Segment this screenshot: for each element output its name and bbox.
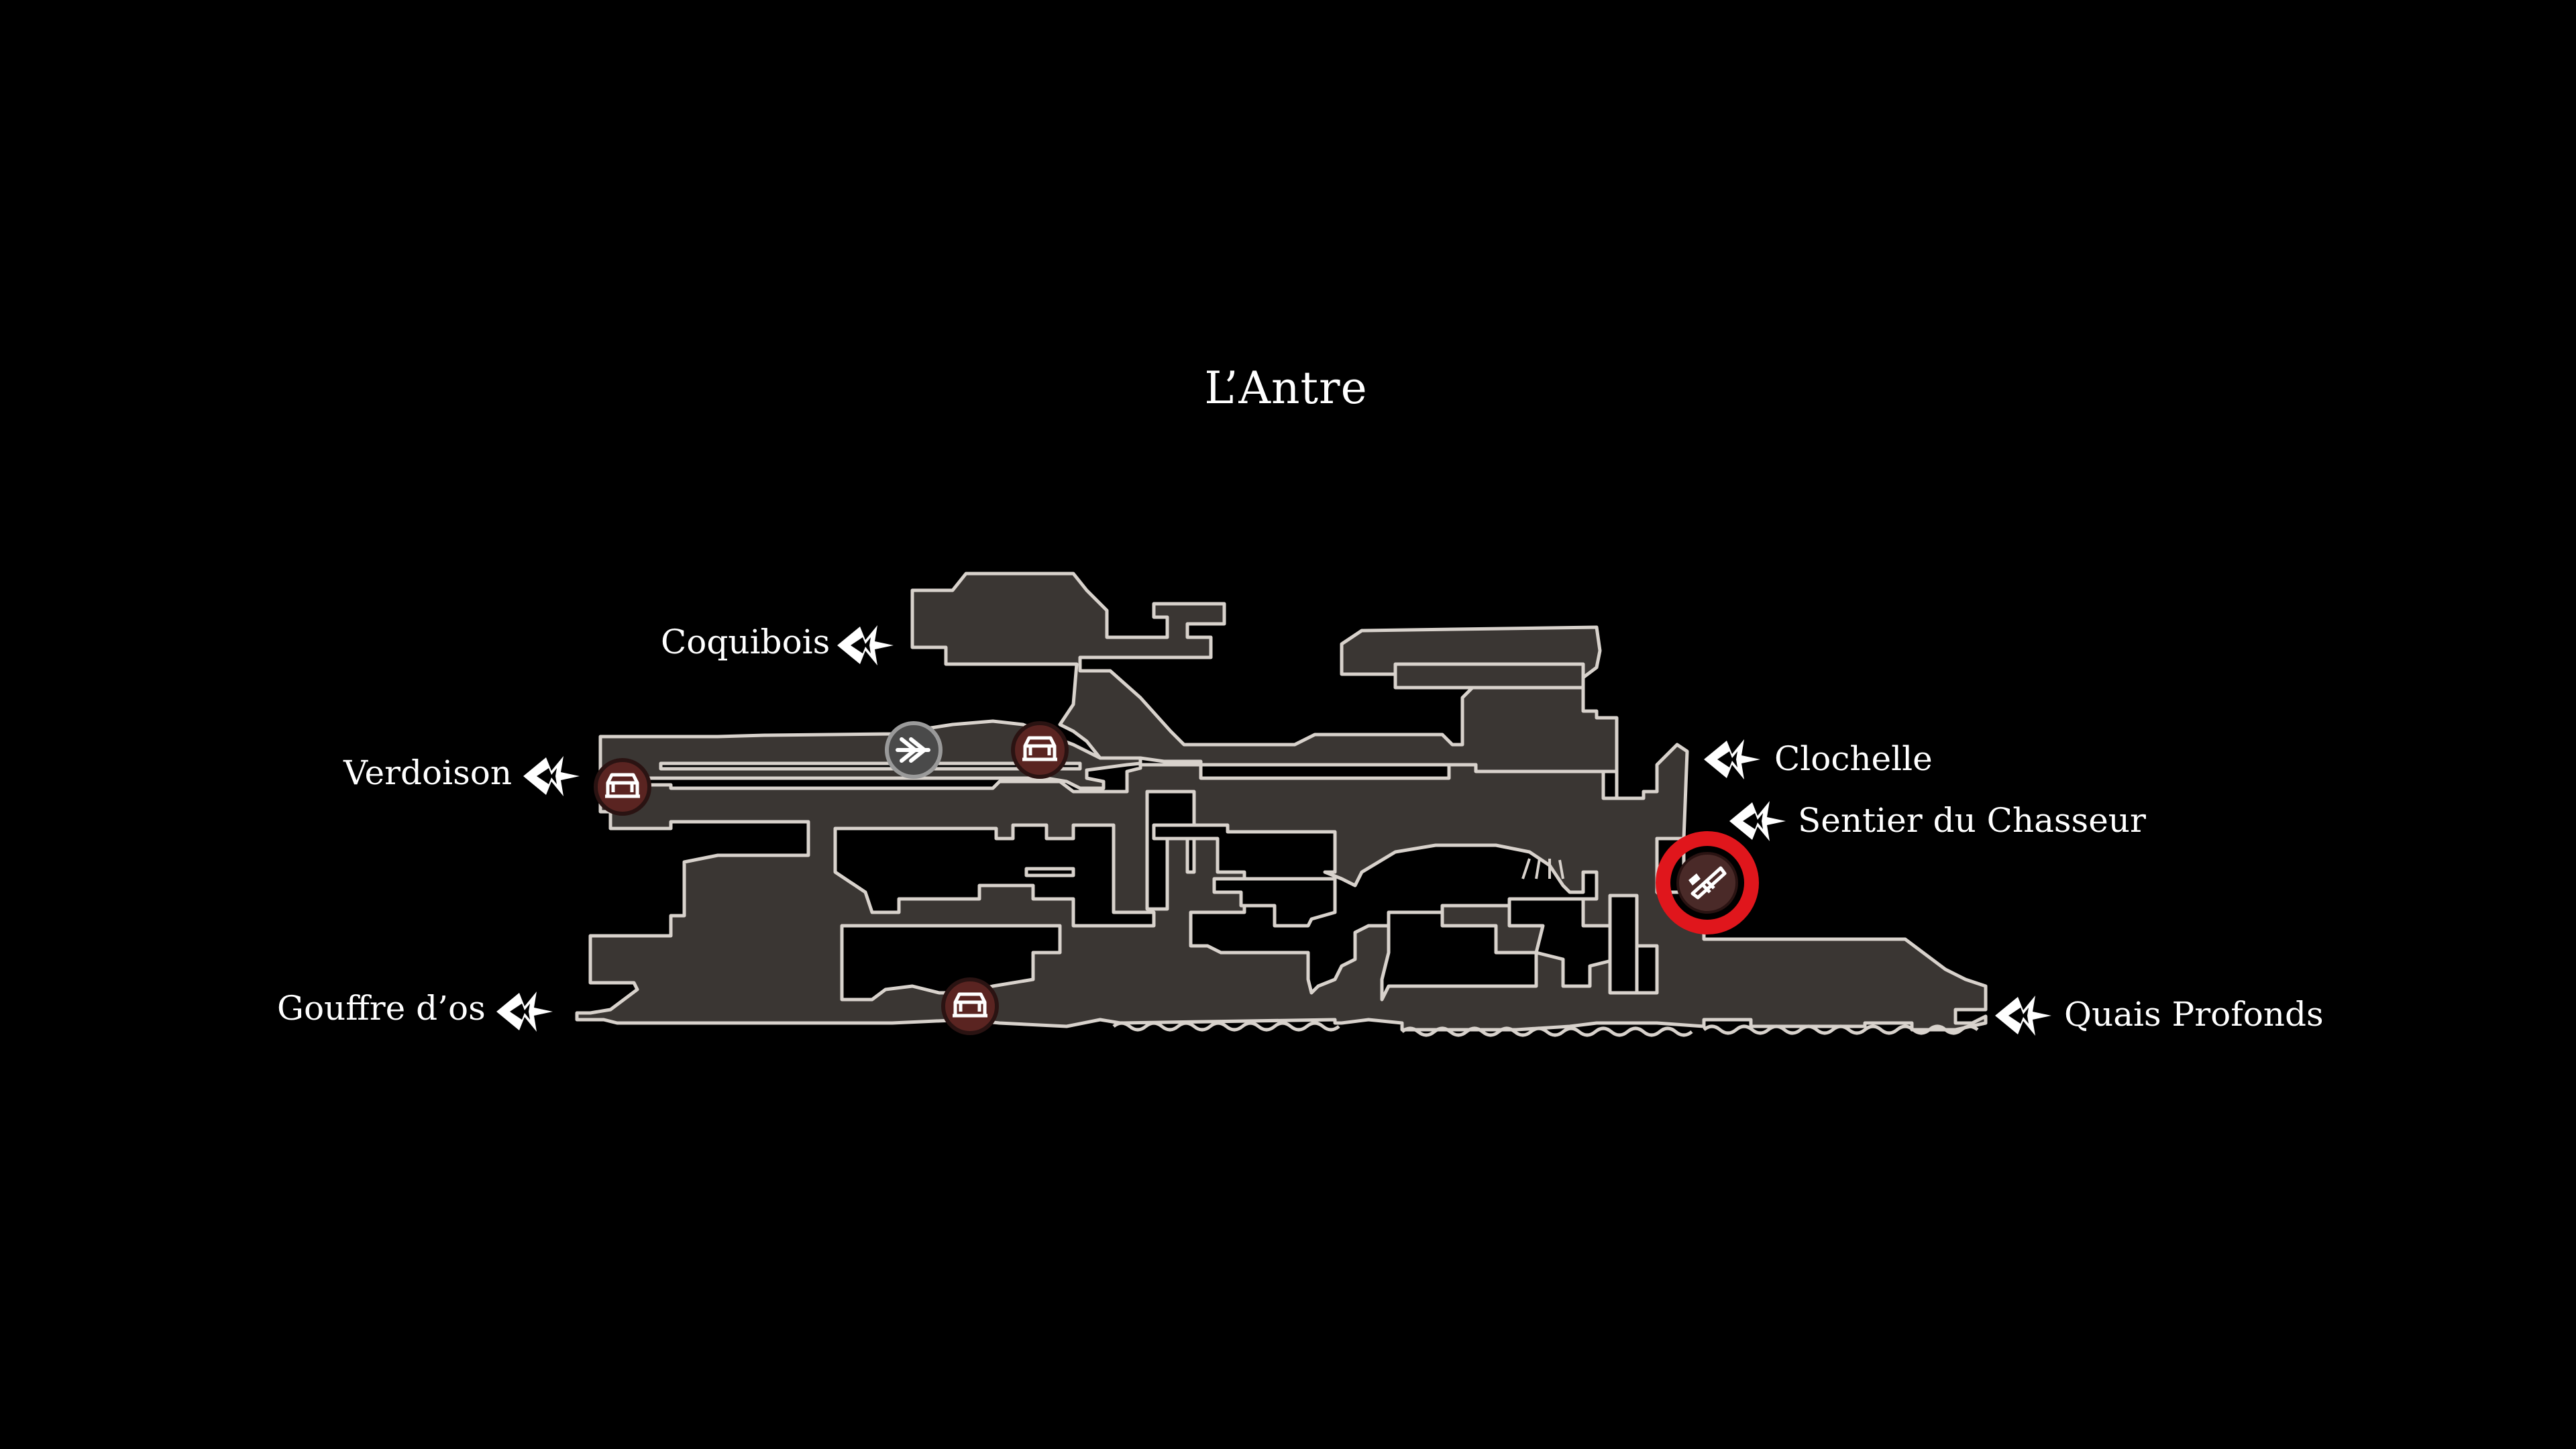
exit-gouffre-icon[interactable] (496, 991, 553, 1032)
dome-lines (1521, 858, 1564, 879)
exit-sentier-icon[interactable] (1729, 801, 1786, 841)
void-11 (1024, 867, 1075, 877)
water-edge-1 (1112, 1021, 1340, 1032)
void-5 (1212, 877, 1337, 928)
exit-label-coquibois[interactable]: Coquibois (661, 623, 830, 661)
bench-icon[interactable] (594, 758, 651, 816)
area-title: L’Antre (1204, 362, 1368, 414)
bench-icon[interactable] (941, 977, 999, 1035)
exit-coquibois-icon[interactable] (837, 625, 894, 665)
exit-label-clochelle[interactable]: Clochelle (1774, 739, 1933, 778)
fast-travel-icon[interactable] (885, 721, 943, 779)
water-edge-2 (1401, 1026, 1693, 1037)
void-6 (1380, 910, 1538, 1002)
void-1 (833, 823, 1156, 928)
map-markers (594, 721, 1759, 1035)
exit-label-quais[interactable]: Quais Profonds (2064, 995, 2324, 1034)
void-10 (1635, 944, 1659, 995)
exit-clochelle-icon[interactable] (1704, 739, 1760, 780)
void-8 (1601, 769, 1619, 800)
highlighted-item-icon[interactable] (1656, 831, 1759, 934)
exit-verdoison-icon[interactable] (523, 756, 580, 796)
room-hook-inner (1393, 662, 1585, 690)
corridor-slit (659, 761, 1082, 771)
void-7 (1507, 897, 1619, 988)
exit-label-gouffre[interactable]: Gouffre d’os (277, 989, 486, 1028)
bench-icon[interactable] (1011, 721, 1069, 779)
room-upper-corridor (598, 719, 1142, 790)
map-rooms (575, 572, 1988, 1037)
exit-label-sentier[interactable]: Sentier du Chasseur (1798, 801, 2146, 840)
exit-quais-icon[interactable] (1995, 996, 2051, 1036)
water-edge-3 (1703, 1024, 1979, 1035)
exit-label-verdoison[interactable]: Verdoison (343, 753, 513, 792)
void-9 (1608, 894, 1639, 995)
